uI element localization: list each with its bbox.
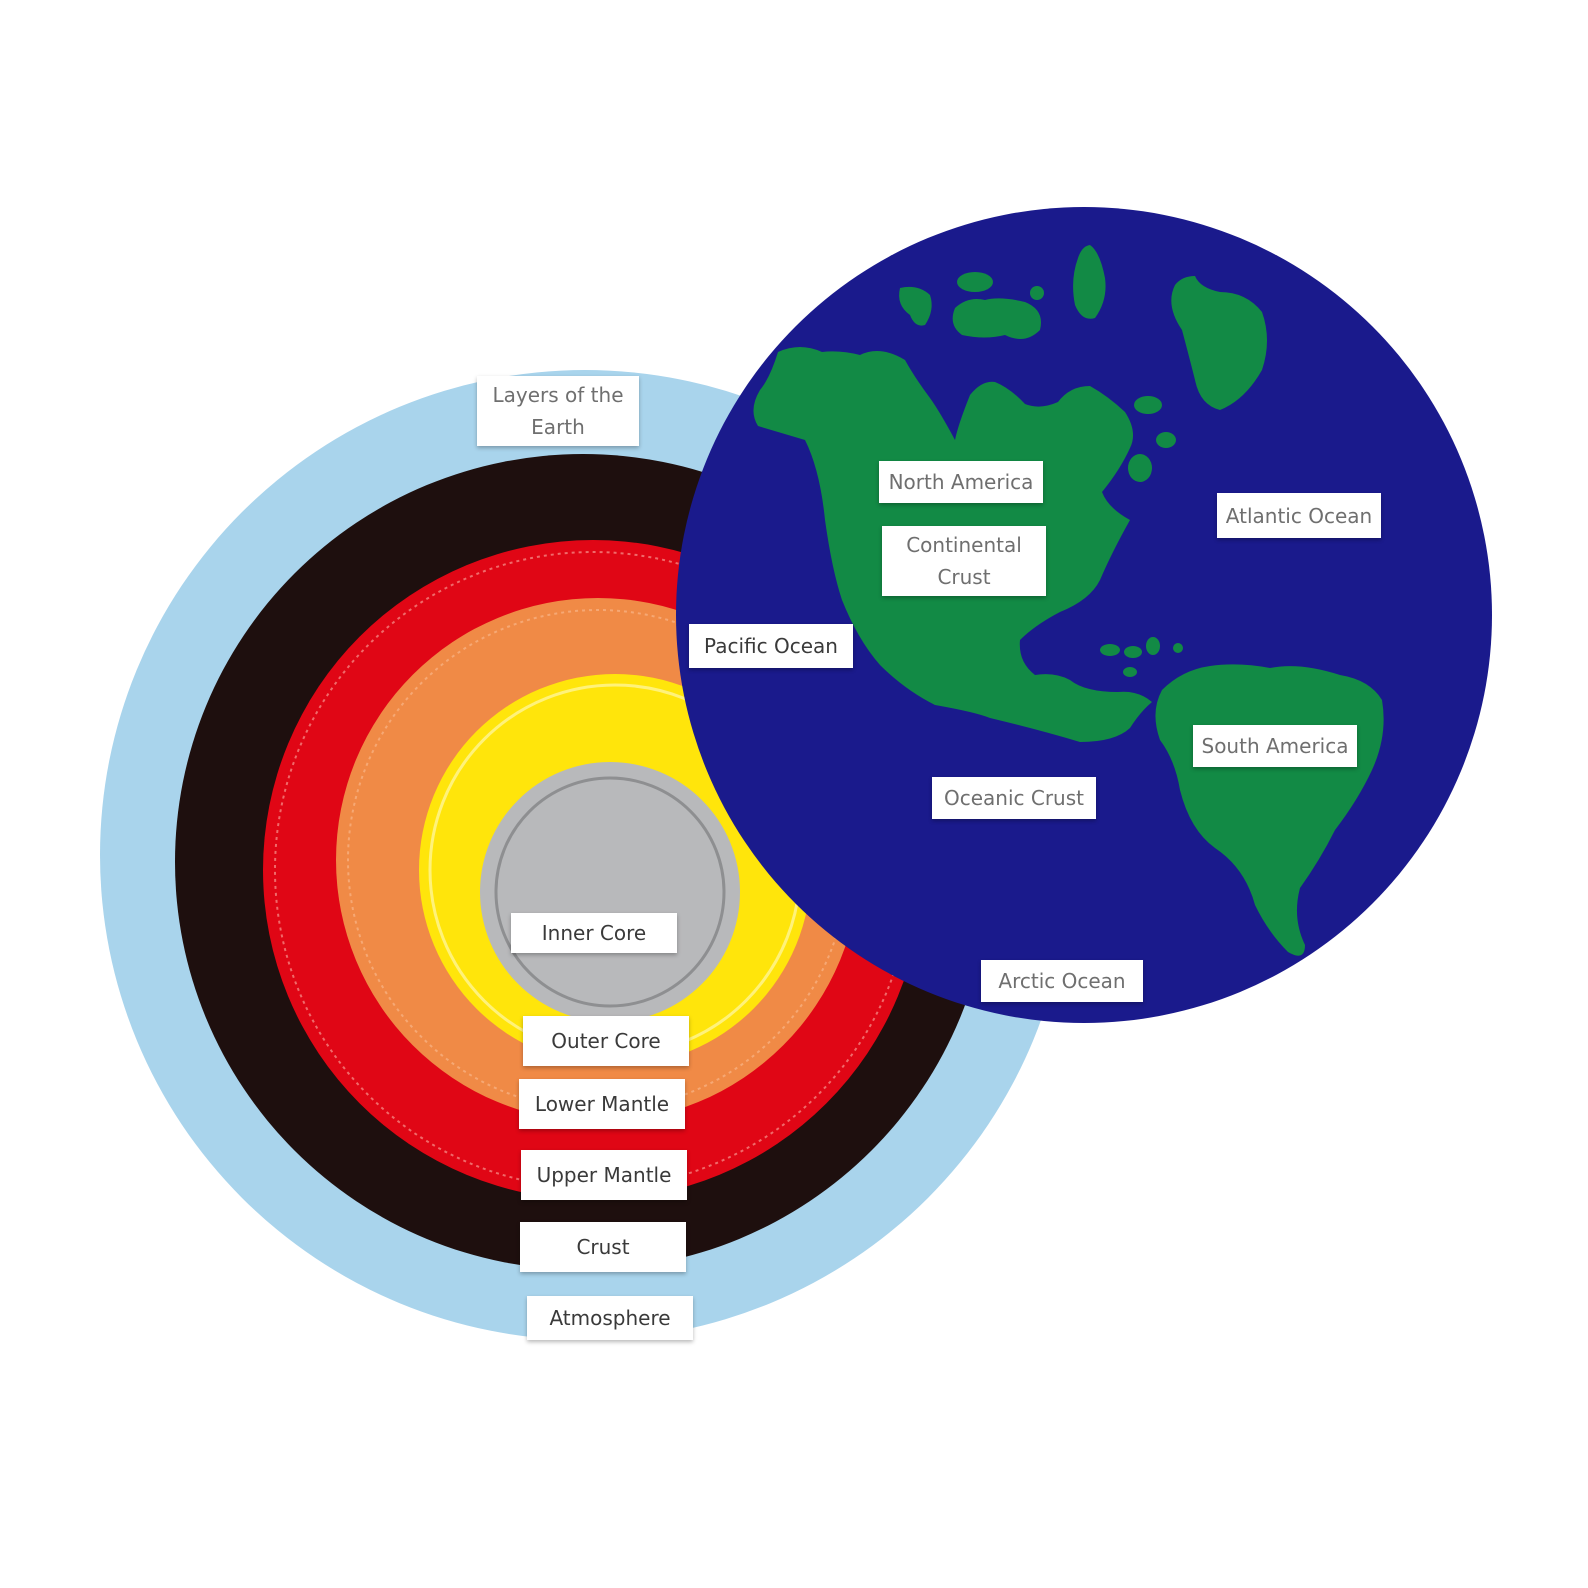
greenland-landmass xyxy=(1171,276,1267,410)
atlantic-ocean-label: Atlantic Ocean xyxy=(1217,493,1381,538)
continental-crust-label: Continental Crust xyxy=(882,526,1046,596)
arctic-island-3 xyxy=(899,286,932,326)
upper-mantle-label: Upper Mantle xyxy=(521,1150,687,1200)
globe xyxy=(676,207,1492,1023)
inner-core-layer xyxy=(480,762,740,1022)
island-a xyxy=(1134,396,1162,414)
arctic-ocean-label: Arctic Ocean xyxy=(981,960,1143,1002)
outer-core-label: Outer Core xyxy=(523,1016,689,1066)
arctic-island-5 xyxy=(1030,286,1044,300)
caribbean-island-1 xyxy=(1100,644,1120,656)
inner-core-stitching xyxy=(494,776,726,1008)
south-america-label: South America xyxy=(1193,725,1357,767)
atmosphere-label: Atmosphere xyxy=(527,1296,693,1340)
caribbean-island-3 xyxy=(1146,637,1160,655)
oceanic-crust-label: Oceanic Crust xyxy=(932,777,1096,819)
layers-title-card: Layers of the Earth xyxy=(477,376,639,446)
arctic-island-4 xyxy=(957,272,993,292)
lower-mantle-label: Lower Mantle xyxy=(519,1079,685,1129)
ocean-disc xyxy=(676,207,1492,1023)
arctic-island-1 xyxy=(952,298,1041,339)
caribbean-island-5 xyxy=(1173,643,1183,653)
pacific-ocean-label: Pacific Ocean xyxy=(689,624,853,668)
island-c xyxy=(1128,454,1152,482)
inner-core-label: Inner Core xyxy=(511,913,677,953)
island-b xyxy=(1156,432,1176,448)
caribbean-island-4 xyxy=(1123,667,1137,677)
arctic-island-2 xyxy=(1073,245,1106,319)
north-america-label: North America xyxy=(879,461,1043,503)
crust-label: Crust xyxy=(520,1222,686,1272)
caribbean-island-2 xyxy=(1124,646,1142,658)
